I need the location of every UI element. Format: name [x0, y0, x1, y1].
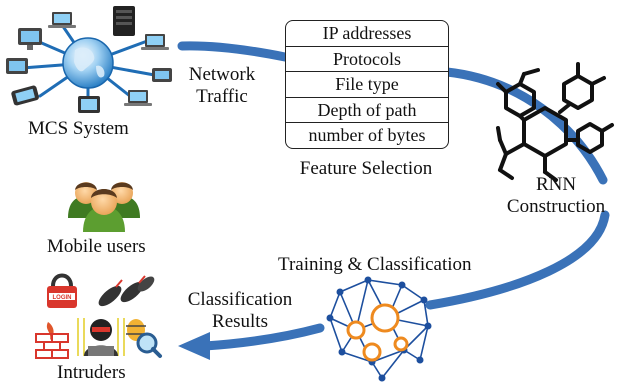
- network-node: [420, 296, 428, 304]
- rnn-construction-label: RNN Construction: [490, 174, 622, 218]
- network-edge: [367, 279, 403, 286]
- feature-item: Protocols: [286, 47, 448, 72]
- network-edge: [341, 351, 373, 363]
- network-traffic-label: Network Traffic: [180, 64, 264, 108]
- mcs-system-label: MCS System: [28, 118, 129, 139]
- network-node: [336, 288, 344, 296]
- network-node: [378, 374, 386, 382]
- mobile-users-icon: [68, 182, 140, 232]
- feature-item: number of bytes: [308, 125, 426, 145]
- classification-results-label: Classification Results: [176, 289, 304, 333]
- mobile-users-label: Mobile users: [47, 236, 146, 257]
- network-highlight-node: [370, 303, 400, 333]
- rnn-line1: RNN: [535, 174, 577, 195]
- arrow-head: [178, 332, 210, 360]
- training-classification-label: Training & Classification: [278, 254, 472, 275]
- network-edge: [339, 279, 369, 293]
- hacker-icon: [77, 318, 125, 356]
- feature-item: File type: [286, 72, 448, 98]
- network-node: [424, 322, 432, 330]
- network-node: [364, 276, 372, 284]
- feature-item: IP addresses: [286, 21, 448, 47]
- feature-selection-box: IP addresses Protocols File type Depth o…: [285, 20, 449, 149]
- network-edge: [419, 325, 429, 361]
- network-edge: [371, 349, 405, 363]
- network-node: [398, 281, 406, 289]
- firewall-icon: [35, 322, 69, 359]
- network-highlight-node: [393, 336, 409, 352]
- intruders-label: Intruders: [57, 362, 126, 383]
- lock-login-icon: LOGIN: [47, 273, 77, 308]
- network-edge: [329, 317, 343, 353]
- rnn-line2: Construction: [506, 196, 606, 217]
- rnn-structure-icon: [496, 62, 614, 182]
- network-highlight-node: [346, 320, 366, 340]
- neural-network-icon: [326, 276, 432, 382]
- network-node: [416, 356, 424, 364]
- network-traffic-line2: Traffic: [196, 86, 248, 107]
- network-edge: [401, 284, 425, 301]
- results-line2: Results: [212, 311, 268, 332]
- flow-arrow: [177, 41, 610, 360]
- network-traffic-line1: Network: [188, 64, 256, 85]
- network-node: [326, 314, 334, 322]
- bug-magnifier-icon: [126, 319, 162, 358]
- mcs-system-icon: [6, 6, 172, 113]
- results-line1: Classification: [187, 289, 293, 310]
- login-text: LOGIN: [53, 295, 72, 301]
- network-edge: [423, 299, 429, 327]
- feature-item: Depth of path: [286, 98, 448, 123]
- network-highlight-node: [362, 342, 382, 362]
- network-edge: [329, 291, 341, 319]
- network-node: [338, 348, 346, 356]
- feature-selection-caption: Feature Selection: [299, 158, 433, 179]
- network-edge: [381, 349, 405, 379]
- ddos-bombs-icon: [98, 275, 155, 307]
